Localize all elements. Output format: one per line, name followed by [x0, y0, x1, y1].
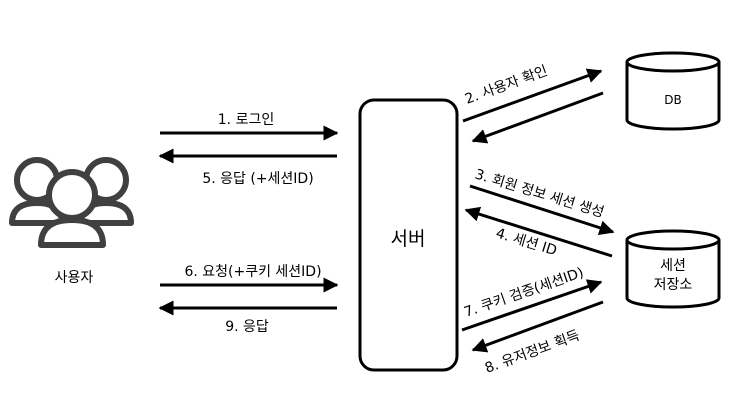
user-group-icon: [9, 157, 134, 248]
label-response-session: 5. 응답 (+세션ID): [202, 171, 313, 187]
user-label: 사용자: [55, 270, 94, 286]
session-store-cylinder-icon: [625, 229, 721, 309]
label-response: 9. 응답: [225, 319, 269, 335]
label-get-user-info: 8. 유저정보 획득: [483, 328, 582, 377]
arrow-session-id: [464, 206, 613, 258]
database-cylinder-icon: [625, 51, 721, 131]
label-request-cookie: 6. 요청(+쿠키 세션ID): [184, 264, 321, 280]
session-store-label-1: 세션: [660, 258, 686, 274]
label-login: 1. 로그인: [218, 112, 274, 128]
server-label: 서버: [391, 228, 426, 250]
arrow-verify-cookie: [461, 279, 603, 332]
label-check-user: 2. 사용자 확인: [463, 63, 550, 108]
arrow-check-user: [462, 68, 603, 123]
arrow-db-return: [471, 91, 604, 144]
arrow-create-session: [469, 184, 615, 236]
session-store-label-2: 저장소: [654, 277, 693, 293]
db-label: DB: [664, 93, 681, 107]
server-box: [358, 98, 459, 372]
label-session-id: 4. 세션 ID: [494, 226, 559, 260]
arrow-get-user-info: [471, 300, 604, 353]
